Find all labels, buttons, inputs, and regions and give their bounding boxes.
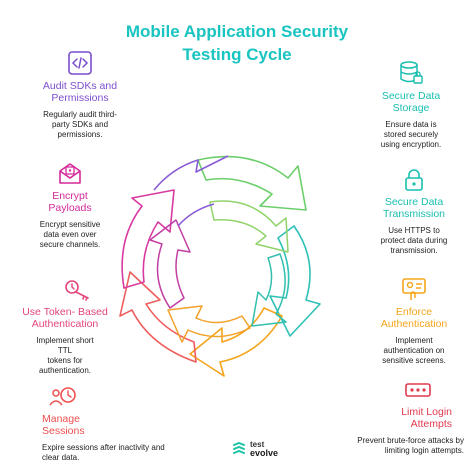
step-enforce-authentication: Enforce Authentication Implement authent… bbox=[355, 276, 473, 366]
step-description: Expire sessions after inactivity and cle… bbox=[42, 443, 165, 462]
auth-card-icon bbox=[402, 278, 426, 300]
step-secure-storage: Secure Data Storage Ensure data is store… bbox=[356, 60, 466, 150]
token-clock-icon bbox=[65, 280, 89, 301]
password-dots-icon bbox=[405, 383, 431, 397]
step-manage-sessions: Manage Sessions Expire sessions after in… bbox=[30, 385, 180, 463]
step-limit-login-attempts: Limit Login Attempts Prevent brute-force… bbox=[318, 380, 470, 456]
step-description: Prevent brute-force attacks by limiting … bbox=[357, 436, 464, 455]
inner-arrow-green bbox=[209, 200, 289, 253]
cycle-arrow-teal bbox=[269, 225, 321, 337]
cycle-arrow-purple bbox=[153, 155, 229, 191]
cycle-arrow-pink bbox=[121, 189, 175, 289]
padlock-icon bbox=[405, 169, 423, 191]
encrypted-mail-icon bbox=[59, 163, 81, 184]
step-description: Implement short TTL tokens for authentic… bbox=[36, 336, 94, 375]
step-name: Secure Data Transmission bbox=[382, 196, 446, 220]
inner-arrow-magenta bbox=[149, 219, 191, 309]
code-window-icon bbox=[68, 51, 92, 75]
inner-arrow-orange bbox=[167, 305, 251, 343]
step-audit-sdks: Audit SDKs and Permissions Regularly aud… bbox=[20, 50, 140, 140]
step-encrypt-payloads: Encrypt Payloads Encrypt sensitive data … bbox=[15, 160, 125, 250]
step-description: Encrypt sensitive data even over secure … bbox=[39, 220, 101, 249]
logo-text: test evolve bbox=[250, 440, 279, 458]
step-name: Encrypt Payloads bbox=[48, 190, 92, 214]
cycle-arrow-red bbox=[119, 271, 197, 363]
inner-arrow-violet bbox=[177, 203, 215, 227]
step-name: Limit Login Attempts bbox=[401, 406, 452, 430]
title-line-1: Mobile Application Security bbox=[125, 22, 349, 41]
step-name: Use Token- Based Authentication bbox=[22, 306, 108, 330]
cycle-arrow-green bbox=[197, 155, 307, 211]
cycle-arrow-orange bbox=[189, 307, 283, 377]
test-evolve-logo-icon bbox=[233, 442, 245, 454]
inner-arrow-teal bbox=[251, 253, 287, 327]
security-cycle-diagram bbox=[119, 155, 321, 377]
step-name: Secure Data Storage bbox=[381, 90, 441, 114]
database-lock-icon bbox=[400, 61, 423, 84]
step-description: Use HTTPS to protect data during transmi… bbox=[380, 226, 448, 255]
step-name: Manage Sessions bbox=[42, 413, 85, 437]
step-description: Ensure data is stored securely using enc… bbox=[380, 120, 442, 149]
step-name: Audit SDKs and Permissions bbox=[42, 80, 118, 104]
step-token-authentication: Use Token- Based Authentication Implemen… bbox=[10, 278, 120, 376]
step-description: Regularly audit third- party SDKs and pe… bbox=[43, 110, 117, 139]
session-clock-icon bbox=[49, 387, 76, 406]
title-line-2: Testing Cycle bbox=[182, 45, 292, 64]
step-name: Enforce Authentication bbox=[380, 306, 448, 330]
step-secure-transmission: Secure Data Transmission Use HTTPS to pr… bbox=[355, 168, 473, 256]
test-evolve-logo: test evolve bbox=[232, 440, 278, 458]
step-description: Implement authentication on sensitive sc… bbox=[382, 336, 446, 365]
diagram-title: Mobile Application Security Testing Cycl… bbox=[0, 20, 474, 66]
